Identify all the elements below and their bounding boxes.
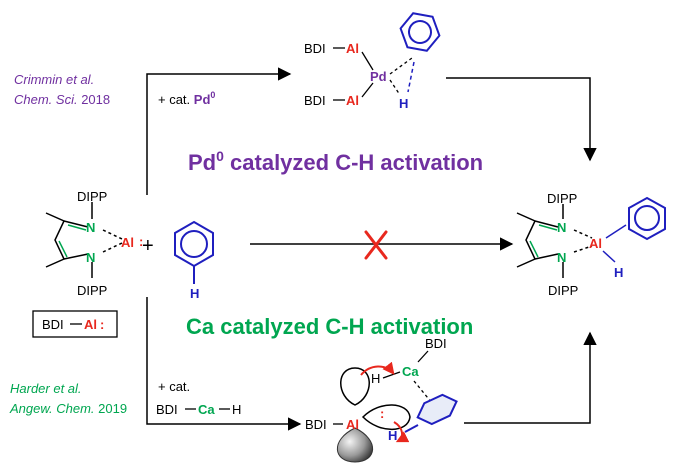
svg-text:BDI: BDI — [156, 402, 178, 417]
benzene-hydrogen: H — [190, 286, 199, 301]
dipp-top-label: DIPP — [77, 189, 107, 204]
upper-arrow-in — [146, 67, 292, 195]
ref-harder-journal: Angew. Chem. 2019 — [9, 401, 127, 416]
product-hydride: H — [614, 265, 623, 280]
svg-text:Al: Al — [84, 317, 97, 332]
nitrogen-top: N — [86, 220, 95, 235]
ca-catalyst-prefix: + cat. — [158, 379, 190, 394]
pd-catalyst-label: + cat. Pd0 — [158, 90, 215, 107]
aluminium-reactant: Al — [121, 235, 134, 250]
svg-text:H: H — [232, 402, 241, 417]
reference-harder: Harder et al. Angew. Chem. 2019 — [9, 381, 127, 416]
product-phenyl — [628, 196, 666, 241]
svg-text:BDI: BDI — [304, 41, 326, 56]
svg-text:Pd: Pd — [370, 69, 387, 84]
lower-arrow-in — [146, 297, 302, 431]
svg-text:H: H — [371, 371, 380, 386]
ca-heading: Ca catalyzed C-H activation — [186, 314, 473, 339]
svg-text:H: H — [388, 428, 397, 443]
upper-pathway-arrows — [146, 67, 597, 195]
ref-crimmin-journal: Chem. Sci. 2018 — [14, 92, 110, 107]
dipp-bottom-label: DIPP — [77, 283, 107, 298]
upper-arrow-out — [446, 77, 597, 162]
svg-text:Ca: Ca — [402, 364, 419, 379]
benzene-reactant — [174, 220, 214, 284]
abbreviation-label: BDI Al : — [42, 317, 104, 332]
svg-text:H: H — [399, 96, 408, 111]
svg-text:Al: Al — [346, 41, 359, 56]
lone-pair-colon: : — [139, 234, 143, 249]
svg-text:BDI: BDI — [304, 93, 326, 108]
ref-harder-authors: Harder et al. — [10, 381, 82, 396]
reference-crimmin: Crimmin et al. Chem. Sci. 2018 — [14, 72, 110, 107]
ref-crimmin-authors: Crimmin et al. — [14, 72, 94, 87]
product-aryl-hydride — [516, 204, 627, 278]
plus-sign: + — [142, 235, 154, 257]
product-nitrogen-bottom: N — [557, 250, 566, 265]
product-dipp-bottom: DIPP — [548, 283, 578, 298]
product-nitrogen-top: N — [557, 220, 566, 235]
ca-intermediate: : BDI Al H Ca BDI H — [305, 336, 458, 463]
no-reaction-cross — [364, 230, 388, 260]
svg-text:BDI: BDI — [42, 317, 64, 332]
svg-text:Ca: Ca — [198, 402, 215, 417]
ca-catalyst-formula: BDI Ca H — [156, 402, 241, 417]
nitrogen-bottom: N — [86, 250, 95, 265]
lower-arrow-out — [464, 331, 597, 424]
svg-text:Al: Al — [346, 93, 359, 108]
svg-text:BDI: BDI — [425, 336, 447, 351]
svg-text:Al: Al — [346, 417, 359, 432]
svg-text:BDI: BDI — [305, 417, 327, 432]
svg-text::: : — [380, 406, 384, 421]
aluminium-product: Al — [589, 236, 602, 251]
reactant-aluminyl — [45, 202, 123, 278]
lower-pathway-arrows — [146, 297, 597, 431]
svg-text::: : — [100, 317, 104, 332]
product-dipp-top: DIPP — [547, 191, 577, 206]
pd-heading: Pd0 catalyzed C-H activation — [188, 148, 483, 175]
pd-intermediate: BDI Al BDI Al Pd H — [304, 12, 441, 111]
